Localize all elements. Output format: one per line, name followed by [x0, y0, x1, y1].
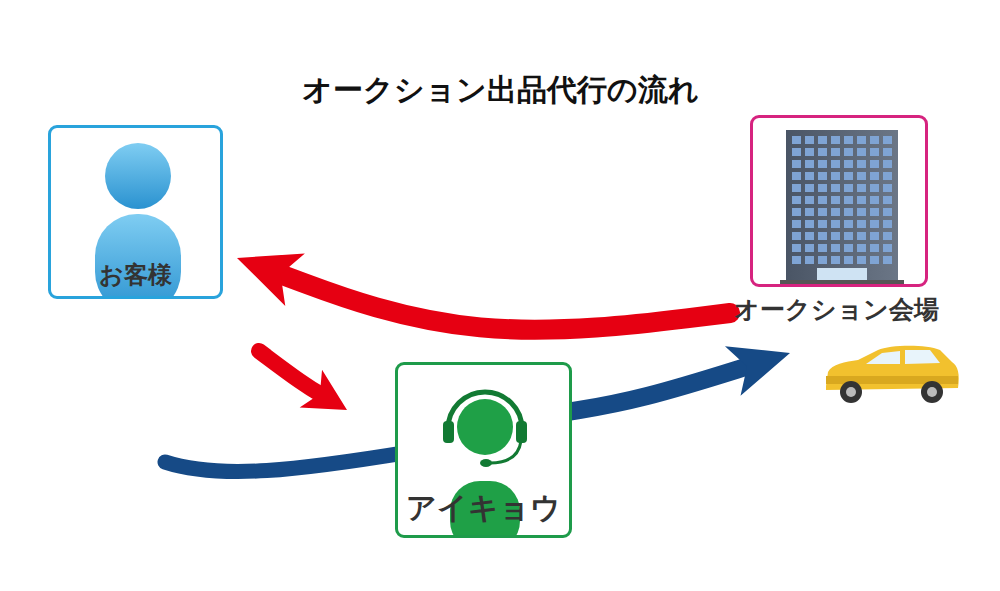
flow-arrow [567, 346, 790, 412]
arrow-body [259, 351, 325, 397]
flow-arrow [237, 253, 730, 329]
arrow-body [567, 364, 756, 412]
node-label: アイキョウ [406, 488, 561, 529]
venue-box: オークション会場 [725, 115, 947, 327]
building-icon [753, 118, 925, 284]
arrow-head [237, 253, 305, 305]
node-label: オークション会場 [734, 293, 939, 326]
arrow-body [272, 271, 730, 330]
customer-box: お客様 [48, 125, 223, 299]
box-outline [750, 115, 928, 287]
car-illustration [826, 346, 959, 403]
node-label: お客様 [99, 259, 172, 291]
flow-tail [165, 452, 410, 471]
diagram-title: オークション出品代行の流れ [302, 70, 699, 111]
flow-arrow [259, 351, 347, 410]
arrow-head [300, 370, 347, 410]
company-box: アイキョウ [395, 362, 572, 538]
arrow-head [725, 346, 790, 396]
